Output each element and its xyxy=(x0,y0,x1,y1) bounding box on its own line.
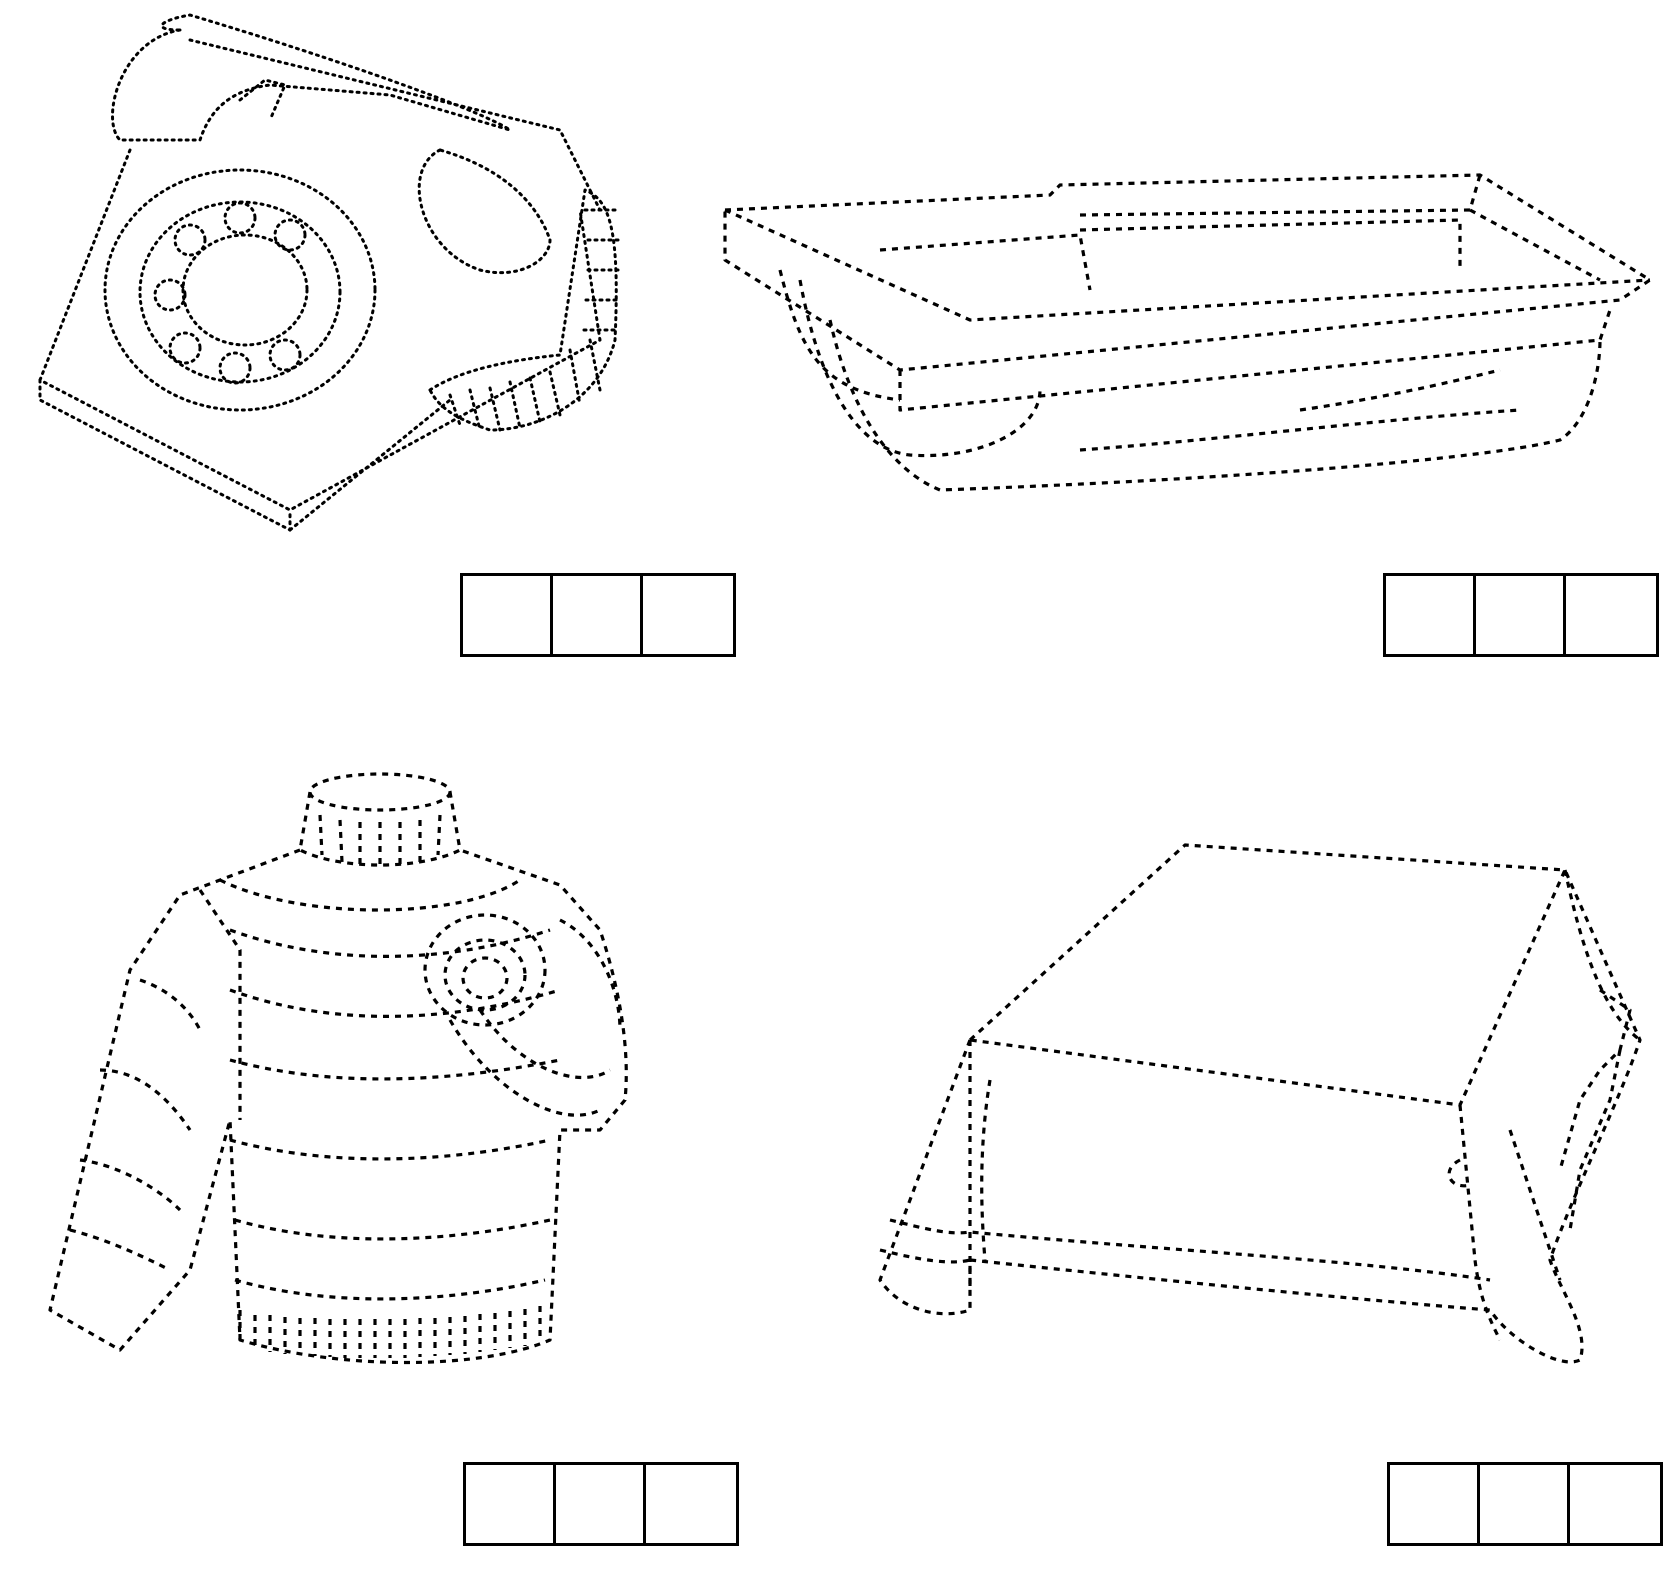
letter-box[interactable] xyxy=(463,576,553,654)
letter-box[interactable] xyxy=(1386,576,1476,654)
answer-boxes-sweater xyxy=(463,1462,739,1546)
letter-box[interactable] xyxy=(1390,1465,1480,1543)
letter-box[interactable] xyxy=(1570,1465,1660,1543)
tray-icon xyxy=(720,170,1660,510)
answer-boxes-telephone xyxy=(460,573,736,657)
answer-boxes-table xyxy=(1387,1462,1663,1546)
sweater-icon xyxy=(40,770,650,1390)
letter-box[interactable] xyxy=(1480,1465,1570,1543)
letter-box[interactable] xyxy=(1476,576,1566,654)
answer-boxes-tray xyxy=(1383,573,1659,657)
table-icon xyxy=(860,840,1660,1400)
letter-box[interactable] xyxy=(643,576,733,654)
letter-box[interactable] xyxy=(1566,576,1656,654)
telephone-icon xyxy=(38,10,640,580)
letter-box[interactable] xyxy=(556,1465,646,1543)
letter-box[interactable] xyxy=(466,1465,556,1543)
letter-box[interactable] xyxy=(646,1465,736,1543)
letter-box[interactable] xyxy=(553,576,643,654)
